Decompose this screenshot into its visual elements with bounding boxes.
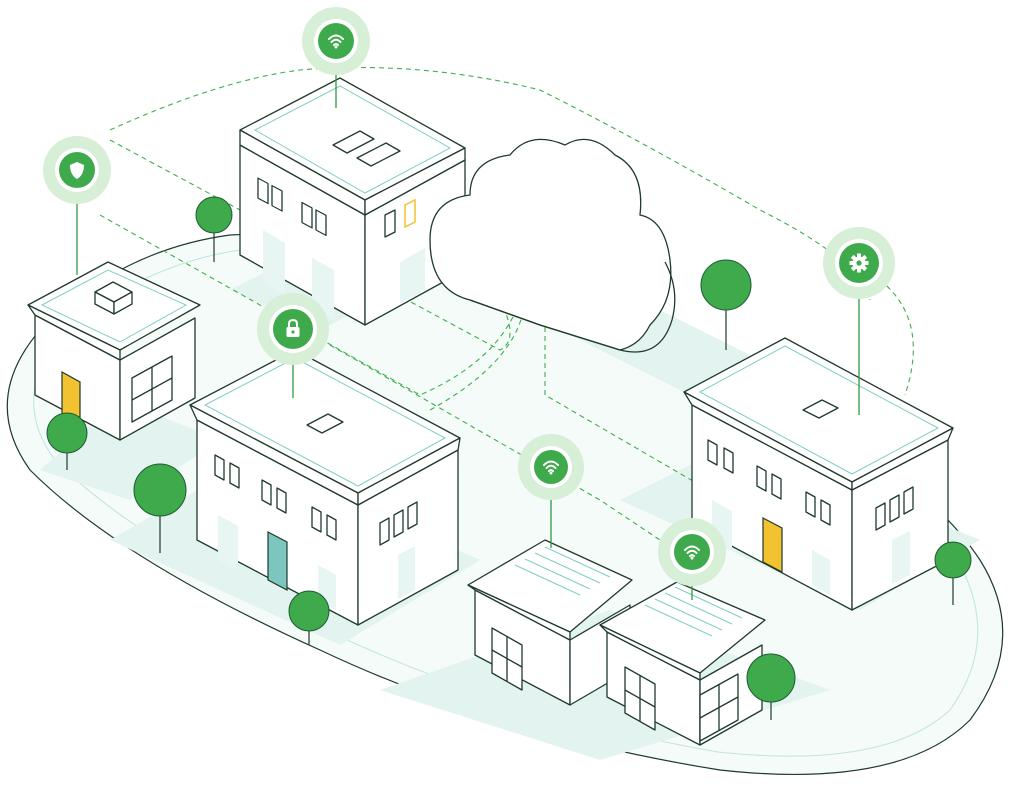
- tree: [195, 196, 233, 262]
- shield-marker: [43, 136, 111, 275]
- door: [762, 517, 783, 573]
- building-top-center: [239, 77, 466, 326]
- tree: [133, 463, 187, 553]
- building-warehouse-2: [599, 581, 766, 746]
- gear-marker: [823, 227, 895, 415]
- gear-icon: [849, 253, 869, 273]
- lock-marker: [257, 293, 329, 398]
- tree: [746, 653, 796, 720]
- tree: [46, 412, 88, 470]
- windows: [214, 454, 418, 546]
- cloud-icon: [429, 138, 676, 353]
- markers: [43, 7, 895, 600]
- wifi-marker-center: [518, 434, 584, 548]
- tree: [934, 541, 972, 605]
- building-right: [683, 337, 954, 611]
- building-small-left: [27, 261, 201, 441]
- building-center-left: [189, 349, 461, 626]
- trees: [46, 196, 972, 720]
- tree: [288, 590, 330, 645]
- windows: [257, 177, 416, 238]
- door: [267, 531, 288, 591]
- windows: [707, 439, 914, 531]
- lock-icon: [286, 318, 300, 337]
- wifi-icon: [684, 545, 700, 560]
- network-connections: [99, 66, 914, 561]
- wifi-marker-top: [302, 7, 370, 108]
- building-warehouse-1: [467, 539, 633, 706]
- wifi-icon: [543, 460, 559, 475]
- wifi-marker-small-building: [658, 518, 726, 600]
- tree: [700, 259, 752, 350]
- shield-icon: [70, 162, 84, 179]
- wifi-icon: [328, 34, 344, 49]
